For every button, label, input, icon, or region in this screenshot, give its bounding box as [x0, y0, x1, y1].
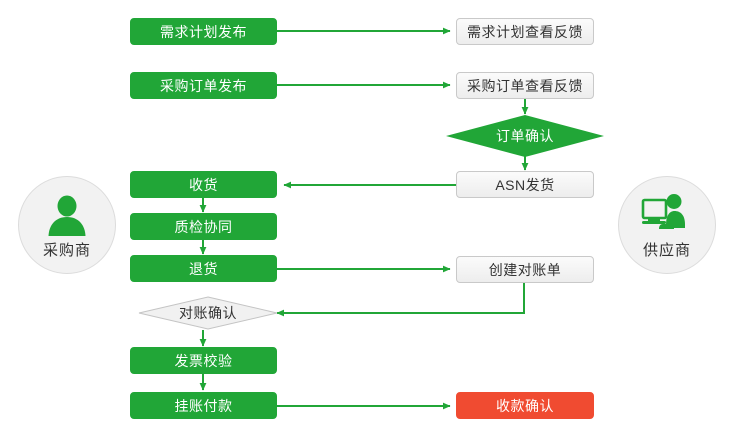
node-create-statement[interactable]: 创建对账单	[456, 256, 594, 283]
node-label: 收款确认	[496, 397, 554, 414]
wire-statement-to-confirm	[276, 283, 525, 317]
node-label: 质检协同	[174, 218, 233, 235]
node-payable-payment[interactable]: 挂账付款	[130, 392, 277, 419]
node-purchase-order-publish[interactable]: 采购订单发布	[130, 72, 277, 99]
node-label: 需求计划查看反馈	[467, 23, 583, 40]
person-icon	[41, 191, 93, 237]
node-receive-goods[interactable]: 收货	[130, 171, 277, 198]
node-quality-collab[interactable]: 质检协同	[130, 213, 277, 240]
node-label: 采购订单发布	[160, 77, 247, 94]
node-statement-confirm[interactable]: 对账确认	[138, 296, 278, 330]
role-buyer[interactable]: 采购商	[18, 176, 116, 274]
node-order-confirm[interactable]: 订单确认	[446, 115, 604, 157]
node-label: 退货	[189, 260, 218, 277]
node-label: ASN发货	[495, 176, 555, 193]
node-label: 创建对账单	[488, 261, 562, 278]
role-buyer-label: 采购商	[42, 241, 91, 259]
node-label: 需求计划发布	[160, 23, 247, 40]
role-supplier[interactable]: 供应商	[618, 176, 716, 274]
node-demand-plan-publish[interactable]: 需求计划发布	[130, 18, 277, 45]
person-at-computer-icon	[641, 191, 693, 237]
node-return-goods[interactable]: 退货	[130, 255, 277, 282]
node-receipt-confirm[interactable]: 收款确认	[456, 392, 594, 419]
node-purchase-order-feedback[interactable]: 采购订单查看反馈	[456, 72, 594, 99]
node-demand-plan-feedback[interactable]: 需求计划查看反馈	[456, 18, 594, 45]
node-label: 收货	[189, 176, 218, 193]
node-label: 发票校验	[174, 352, 233, 369]
node-asn-shipment[interactable]: ASN发货	[456, 171, 594, 198]
role-supplier-label: 供应商	[642, 241, 691, 259]
node-label: 采购订单查看反馈	[467, 77, 583, 94]
node-invoice-verify[interactable]: 发票校验	[130, 347, 277, 374]
node-label: 挂账付款	[174, 397, 233, 414]
